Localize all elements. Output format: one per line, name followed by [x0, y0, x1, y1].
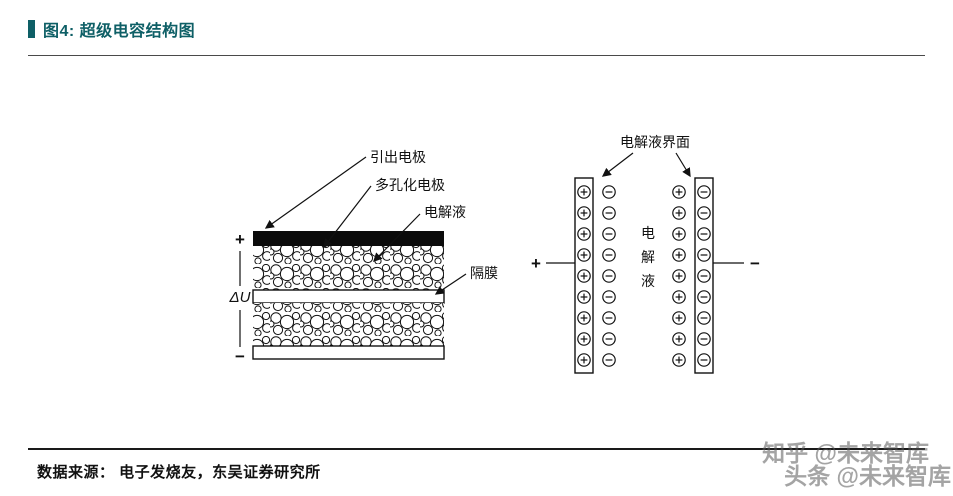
double-layer-diagram: 电解液界面 电 解 液 + − [531, 134, 760, 374]
leader-line-separator [434, 273, 467, 295]
top-electrode-bar [253, 231, 444, 246]
stack-labels: 引出电极 多孔化电极 电解液 隔膜 [264, 149, 498, 295]
minus-charge-icon [697, 227, 711, 241]
plus-charge-icon [577, 353, 591, 367]
minus-charge-icon [602, 332, 616, 346]
plus-charge-icon [577, 311, 591, 325]
data-source-text: 数据来源： 电子发烧友，东吴证券研究所 [37, 464, 321, 481]
label-porous-electrode: 多孔化电极 [375, 177, 445, 193]
plus-charge-icon [672, 332, 686, 346]
plus-terminal-left-stack: + [235, 230, 245, 249]
minus-charge-icon [602, 290, 616, 304]
minus-charge-icon [602, 353, 616, 367]
delta-u-label: ΔU [229, 289, 251, 306]
minus-charge-icon [697, 353, 711, 367]
label-lead-electrode: 引出电极 [370, 149, 426, 165]
interface-arrow-left [601, 152, 634, 177]
porous-layer-top [253, 246, 444, 290]
minus-charge-icon [697, 290, 711, 304]
interface-arrow-right [675, 152, 691, 178]
leader-line-porous-electrode [323, 185, 372, 249]
footer-divider [28, 448, 925, 450]
electrolyte-vertical-char-3: 液 [641, 273, 655, 289]
electrolyte-vertical-char-2: 解 [641, 249, 655, 265]
plus-charge-icon [672, 206, 686, 220]
porous-layer-bottom [253, 303, 444, 346]
plus-charge-icon [577, 206, 591, 220]
figure-header: 图4: 超级电容结构图 [28, 17, 195, 41]
figure-title: 图4: 超级电容结构图 [43, 23, 196, 40]
plus-charge-icon [672, 353, 686, 367]
plus-charge-icon [672, 311, 686, 325]
charge-symbols [577, 185, 711, 367]
minus-charge-icon [697, 248, 711, 262]
stack-voltage-markers: + ΔU − [229, 230, 251, 366]
plus-charge-icon [577, 290, 591, 304]
layered-stack [252, 231, 445, 360]
title-accent-bar [28, 20, 35, 38]
header-divider [28, 55, 925, 56]
minus-charge-icon [602, 185, 616, 199]
plus-charge-icon [577, 269, 591, 283]
minus-charge-icon [602, 227, 616, 241]
minus-charge-icon [602, 311, 616, 325]
plus-charge-icon [672, 290, 686, 304]
plus-charge-icon [672, 269, 686, 283]
leader-line-lead-electrode [264, 156, 367, 229]
watermark-zhihu: 知乎 @未来智库 [762, 440, 929, 466]
minus-terminal-right-diagram: − [750, 254, 760, 273]
plus-terminal-right-diagram: + [531, 254, 541, 273]
label-separator: 隔膜 [470, 265, 498, 281]
plus-charge-icon [672, 248, 686, 262]
minus-charge-icon [697, 269, 711, 283]
minus-charge-icon [697, 185, 711, 199]
plus-charge-icon [577, 332, 591, 346]
plus-charge-icon [577, 185, 591, 199]
plus-charge-icon [577, 248, 591, 262]
bottom-electrode-bar [252, 345, 445, 360]
watermark-toutiao: 头条 @未来智库 [784, 463, 951, 489]
minus-charge-icon [697, 206, 711, 220]
electrolyte-vertical-char-1: 电 [641, 225, 655, 241]
minus-charge-icon [697, 332, 711, 346]
leader-line-electrolyte [373, 213, 421, 262]
label-electrolyte: 电解液 [424, 204, 466, 220]
separator-bar [252, 289, 445, 304]
minus-charge-icon [697, 311, 711, 325]
minus-charge-icon [602, 206, 616, 220]
minus-charge-icon [602, 269, 616, 283]
minus-charge-icon [602, 248, 616, 262]
minus-terminal-left-stack: − [235, 347, 245, 366]
plus-charge-icon [672, 185, 686, 199]
plus-charge-icon [672, 227, 686, 241]
plus-charge-icon [577, 227, 591, 241]
label-electrolyte-interface: 电解液界面 [620, 134, 690, 150]
